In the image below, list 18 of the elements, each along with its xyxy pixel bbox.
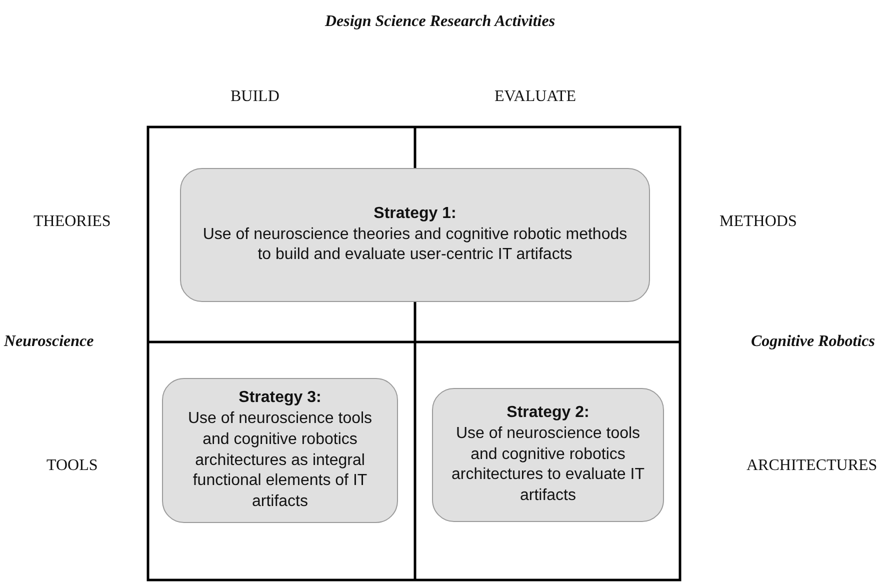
- diagram-title: Design Science Research Activities: [325, 13, 556, 31]
- row-heading: THEORIES: [34, 213, 111, 231]
- column-heading: EVALUATE: [494, 88, 576, 106]
- strategy-heading: Strategy 3:: [238, 388, 322, 408]
- strategy-description: Use of neuroscience tools and cognitive robotics architectures as integral functional elements of IT artifacts: [186, 408, 374, 512]
- row-heading: ARCHITECTURES: [746, 457, 878, 475]
- strategy-heading: Strategy 1:: [374, 204, 456, 224]
- strategy-description: Use of neuroscience tools and cognitive robotics architectures to evaluate IT artifacts: [450, 424, 646, 506]
- strategy-box: [180, 168, 650, 302]
- side-heading: Cognitive Robotics: [751, 333, 875, 351]
- strategy-heading: Strategy 2:: [506, 403, 590, 423]
- side-heading: Neuroscience: [4, 333, 94, 351]
- strategy-box: [162, 378, 398, 523]
- column-heading: BUILD: [230, 88, 280, 106]
- strategy-description: Use of neuroscience theories and cognitive robotic methods to build and evaluate user-centric IT artifacts: [202, 224, 628, 266]
- row-heading: TOOLS: [46, 457, 98, 475]
- row-heading: METHODS: [720, 213, 797, 231]
- strategy-box: [432, 388, 664, 522]
